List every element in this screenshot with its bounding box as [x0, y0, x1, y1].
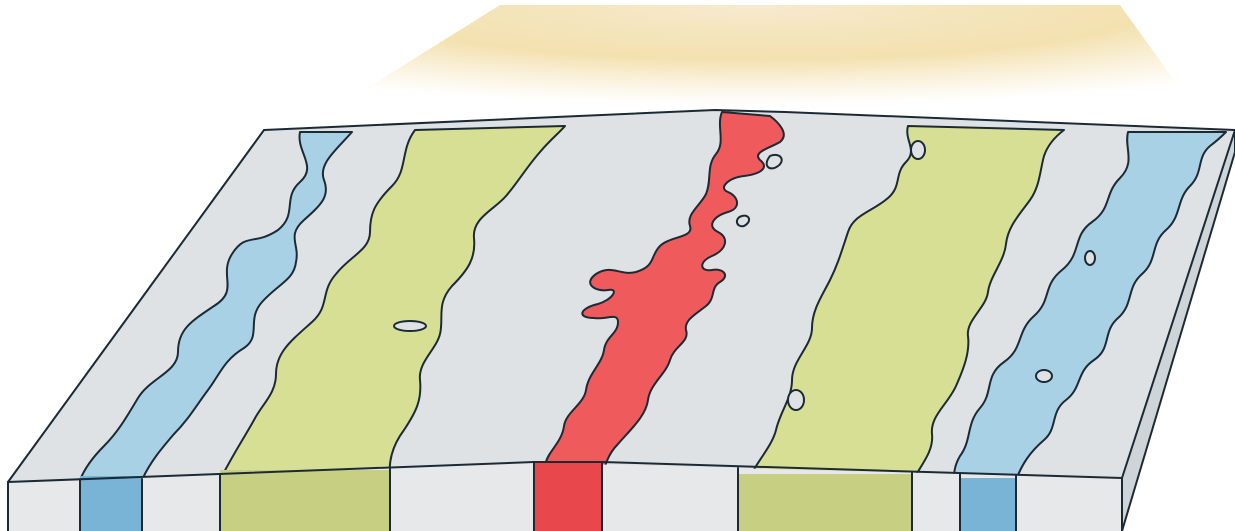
slab-side-face	[1122, 130, 1235, 531]
red-notch-2	[736, 214, 750, 228]
stripe-green-right	[747, 125, 1065, 482]
island-blue-right-2	[1035, 369, 1053, 383]
island-green-left	[393, 320, 427, 332]
front-block-blue-left	[80, 476, 142, 531]
slab-top-outline	[263, 109, 1235, 479]
slab-front-top-edge	[7, 461, 1123, 483]
front-block-red	[534, 462, 602, 531]
slab-side-edges	[1121, 129, 1235, 531]
front-block-green-left	[220, 470, 390, 531]
front-block-blue-right	[960, 478, 1016, 531]
island-green-right-top	[910, 140, 926, 160]
light-glow	[300, 5, 1210, 130]
island-blue-right-1	[1084, 250, 1096, 266]
front-block-dividers	[79, 461, 1017, 531]
red-notch-1	[765, 154, 783, 170]
stripe-blue-right	[953, 131, 1227, 481]
island-green-right-bottom	[787, 389, 805, 411]
slab-left-edge	[7, 129, 265, 483]
front-block-green-right	[738, 474, 912, 531]
